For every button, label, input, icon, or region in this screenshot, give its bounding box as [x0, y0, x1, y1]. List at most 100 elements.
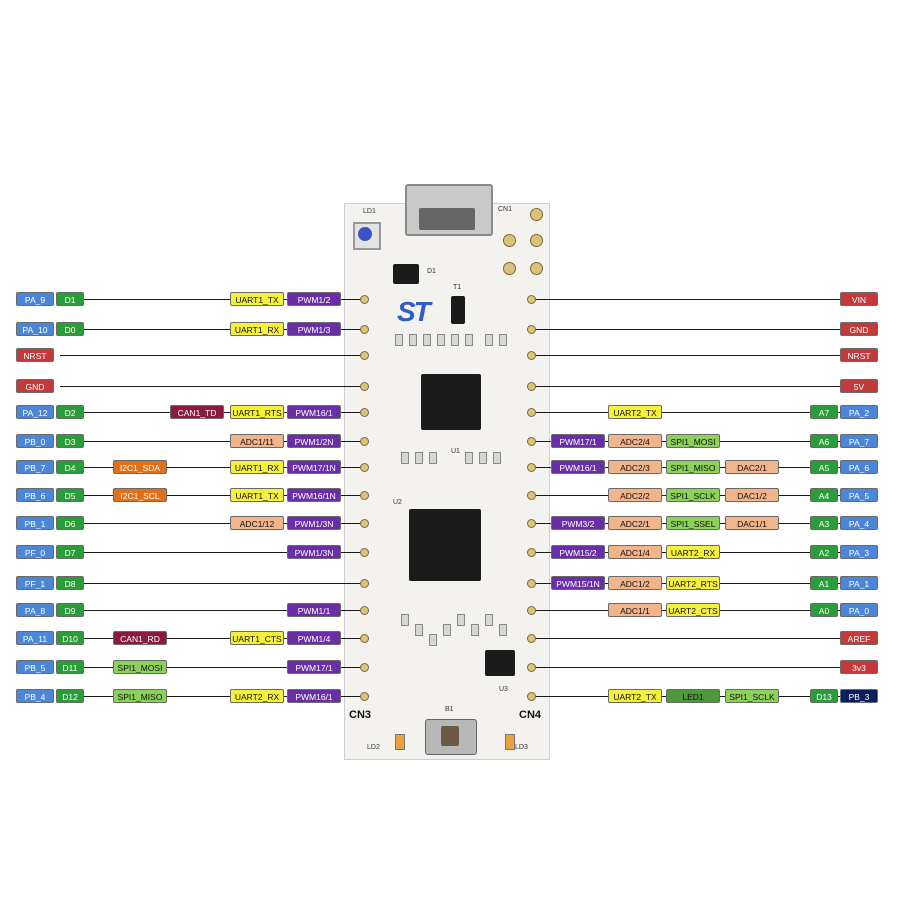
header-pin-cn3 [360, 663, 369, 672]
ld2-label: LD2 [367, 744, 380, 751]
pin-port-label: PA_0 [840, 603, 878, 617]
header-pin-cn4 [527, 606, 536, 615]
pin-number-label: D0 [56, 322, 84, 336]
pin-number-label: A5 [810, 460, 838, 474]
pin-function-label: PWM15/1N [551, 576, 605, 590]
ld1-label: LD1 [363, 208, 376, 215]
pin-function-label: PWM16/1 [287, 689, 341, 703]
u2-label: U2 [393, 499, 402, 506]
header-pin-cn3 [360, 408, 369, 417]
pin-port-label: GND [16, 379, 54, 393]
pin-port-label: 3v3 [840, 660, 878, 674]
pin-number-label: D10 [56, 631, 84, 645]
st-logo: ST [397, 296, 429, 328]
pin-function-label: PWM1/3 [287, 322, 341, 336]
header-pin-cn3 [360, 606, 369, 615]
pin-number-label: D8 [56, 576, 84, 590]
header-pin-cn4 [527, 634, 536, 643]
pin-function-label: UART1_RX [230, 322, 284, 336]
pin-number-label: D3 [56, 434, 84, 448]
pin-function-label: ADC2/2 [608, 488, 662, 502]
pin-port-label: PA_12 [16, 405, 54, 419]
pin-function-label: PWM1/3N [287, 516, 341, 530]
led-ld3 [505, 734, 515, 750]
pin-function-label: PWM1/2 [287, 292, 341, 306]
smd-component [457, 614, 465, 626]
pin-function-label: ADC1/12 [230, 516, 284, 530]
header-pin-cn3 [360, 548, 369, 557]
pin-port-label: AREF [840, 631, 878, 645]
pin-number-label: D1 [56, 292, 84, 306]
nucleo-board: CN1 LD1 D1 T1 ST U1 U2 U3 [344, 203, 550, 760]
pin-number-label: A2 [810, 545, 838, 559]
pin-port-label: PB_3 [840, 689, 878, 703]
cn4-label: CN4 [519, 709, 541, 721]
smd-component [499, 334, 507, 346]
header-pin-cn3 [360, 491, 369, 500]
pin-function-label: PWM16/1N [287, 488, 341, 502]
header-pin-cn4 [527, 692, 536, 701]
pin-line-right [532, 299, 840, 300]
pin-function-label: PWM3/2 [551, 516, 605, 530]
pin-number-label: A3 [810, 516, 838, 530]
pin-port-label: NRST [840, 348, 878, 362]
pin-function-label: UART2_TX [608, 689, 662, 703]
pin-function-label: PWM1/2N [287, 434, 341, 448]
pin-function-label: UART2_TX [608, 405, 662, 419]
header-pin-cn4 [527, 663, 536, 672]
pin-port-label: PA_5 [840, 488, 878, 502]
pin-function-label: UART1_TX [230, 292, 284, 306]
header-pin-cn3 [360, 519, 369, 528]
header-pin-cn3 [360, 437, 369, 446]
pin-number-label: D6 [56, 516, 84, 530]
reset-button-cap [441, 726, 459, 746]
pin-number-label: A4 [810, 488, 838, 502]
pin-port-label: PA_3 [840, 545, 878, 559]
chip-u3 [485, 650, 515, 676]
pin-function-label: ADC1/1 [608, 603, 662, 617]
pin-function-label: PWM1/1 [287, 603, 341, 617]
header-pin-cn3 [360, 579, 369, 588]
ld3-label: LD3 [515, 744, 528, 751]
pin-line-left [60, 583, 362, 584]
pin-function-label: SPI1_MOSI [666, 434, 720, 448]
header-pin-cn4 [527, 491, 536, 500]
chip-u2 [409, 509, 481, 581]
cn1-label: CN1 [498, 206, 512, 213]
pin-number-label: A6 [810, 434, 838, 448]
pin-function-label: ADC2/3 [608, 460, 662, 474]
pin-number-label: D5 [56, 488, 84, 502]
smd-component [499, 624, 507, 636]
header-pin-cn4 [527, 579, 536, 588]
smd-component [451, 334, 459, 346]
pin-port-label: VIN [840, 292, 878, 306]
transistor-t1 [451, 296, 465, 324]
pin-function-label: UART1_RTS [230, 405, 284, 419]
pin-function-label: UART2_CTS [666, 603, 720, 617]
pin-port-label: PA_7 [840, 434, 878, 448]
pin-function-label: UART2_RX [666, 545, 720, 559]
pin-function-label: CAN1_RD [113, 631, 167, 645]
smd-component [395, 334, 403, 346]
cn3-label: CN3 [349, 709, 371, 721]
header-pin-cn3 [360, 463, 369, 472]
pin-port-label: NRST [16, 348, 54, 362]
pin-number-label: D9 [56, 603, 84, 617]
pin-function-label: PWM17/1 [551, 434, 605, 448]
b1-label: B1 [445, 706, 454, 713]
chip-u1 [421, 374, 481, 430]
pin-function-label: UART2_RX [230, 689, 284, 703]
hole-top-right-2 [530, 234, 543, 247]
pin-function-label: SPI1_SSEL [666, 516, 720, 530]
pin-number-label: A0 [810, 603, 838, 617]
pin-line-right [532, 667, 840, 668]
pin-function-label: CAN1_TD [170, 405, 224, 419]
pin-port-label: PA_2 [840, 405, 878, 419]
pin-line-left [60, 355, 362, 356]
header-pin-cn3 [360, 692, 369, 701]
diode-d1 [393, 264, 419, 284]
pin-port-label: PB_5 [16, 660, 54, 674]
pin-number-label: D2 [56, 405, 84, 419]
header-pin-cn4 [527, 351, 536, 360]
pin-function-label: SPI1_MOSI [113, 660, 167, 674]
